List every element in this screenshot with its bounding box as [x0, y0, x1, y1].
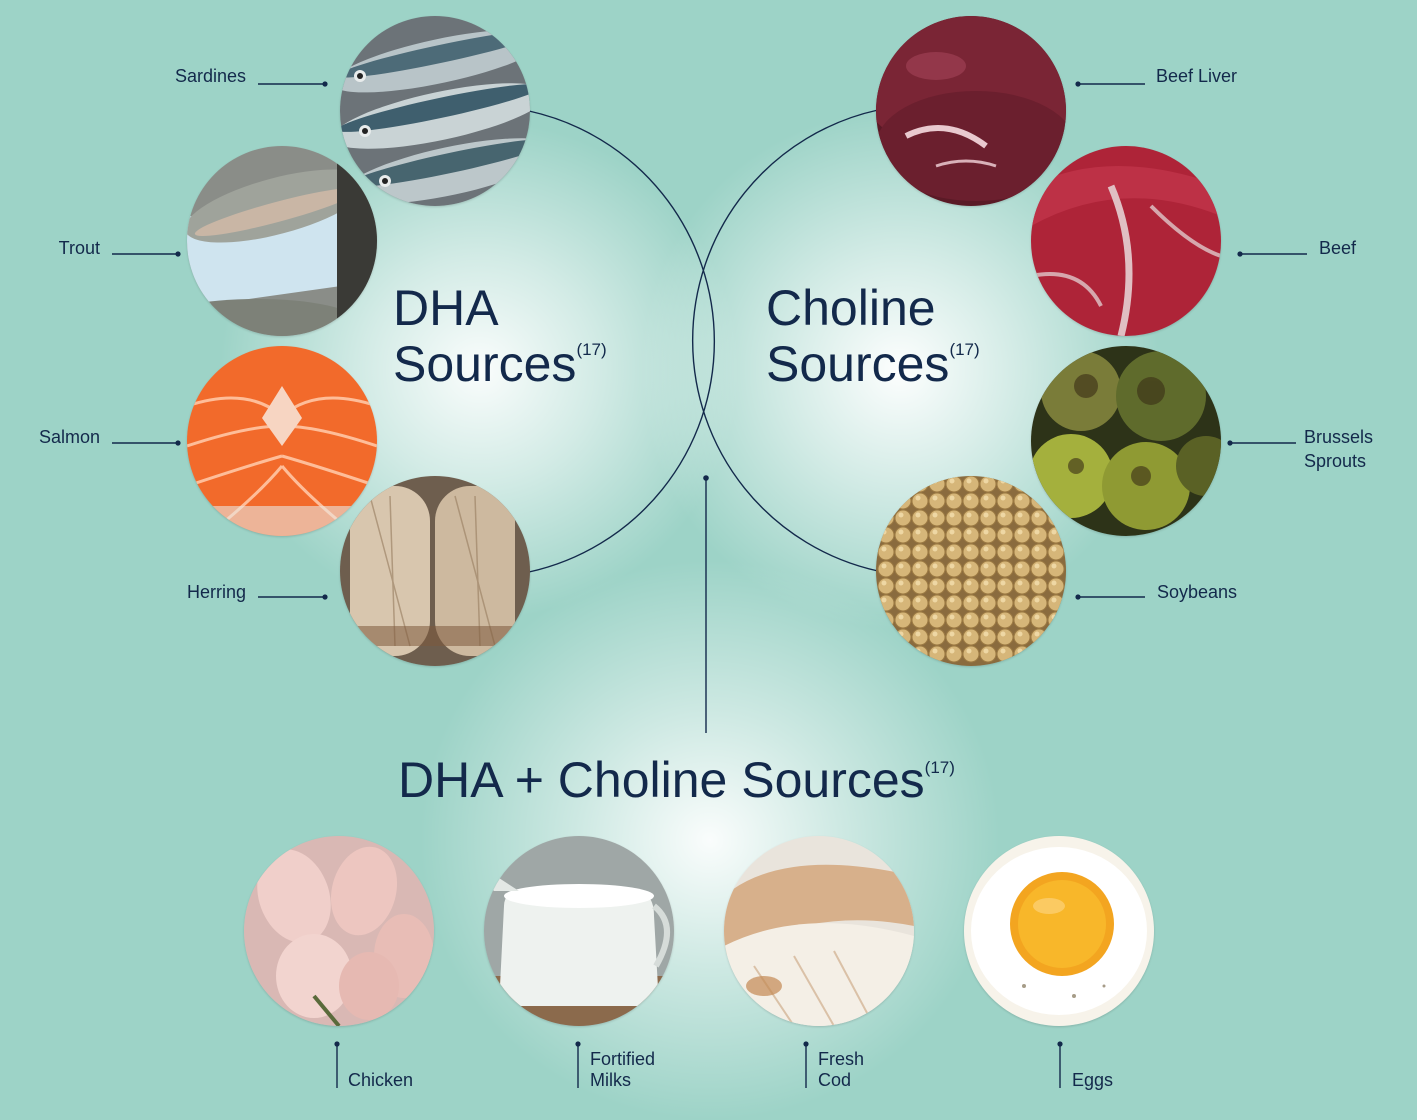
label-brussels-sprouts: Brussels Sprouts [1304, 425, 1373, 473]
combo-reference: (17) [925, 758, 955, 777]
dha-reference: (17) [576, 340, 606, 359]
beef-photo [1031, 146, 1221, 336]
label-fresh-line2: Cod [818, 1068, 864, 1092]
chicken-photo [244, 836, 434, 1026]
combo-sources-title: DHA + Choline Sources(17) [398, 752, 955, 808]
trout-photo [187, 146, 377, 336]
connector-lines [0, 0, 1417, 1091]
label-trout: Trout [20, 236, 100, 260]
egg-photo [964, 836, 1154, 1026]
choline-reference: (17) [949, 340, 979, 359]
dha-title-line2: Sources [393, 336, 576, 392]
milk-photo [484, 836, 674, 1026]
dha-title-line1: DHA [393, 280, 607, 336]
label-brussels-line1: Brussels [1304, 425, 1373, 449]
label-chicken: Chicken [348, 1068, 413, 1092]
soybeans-photo [876, 476, 1066, 666]
choline-title-line1: Choline [766, 280, 980, 336]
label-fortified-line2: Milks [590, 1068, 655, 1092]
label-sardines: Sardines [150, 64, 246, 88]
cod-photo [724, 836, 914, 1026]
herring-photo [340, 476, 530, 666]
beef-liver-photo [876, 16, 1066, 206]
label-salmon: Salmon [10, 425, 100, 449]
choline-sources-title: Choline Sources(17) [766, 280, 980, 392]
label-herring: Herring [150, 580, 246, 604]
label-fortified-milks: Fortified Milks [590, 1047, 655, 1092]
salmon-photo [187, 346, 377, 536]
choline-title-line2: Sources [766, 336, 949, 392]
label-soybeans: Soybeans [1157, 580, 1237, 604]
label-fresh-cod: Fresh Cod [818, 1047, 864, 1092]
dha-sources-title: DHA Sources(17) [393, 280, 607, 392]
sardines-photo [340, 16, 530, 206]
brussels-sprouts-photo [1031, 346, 1221, 536]
label-brussels-line2: Sprouts [1304, 449, 1373, 473]
label-beef-liver: Beef Liver [1156, 64, 1237, 88]
combo-title-text: DHA + Choline Sources [398, 752, 925, 808]
label-eggs: Eggs [1072, 1068, 1113, 1092]
label-beef: Beef [1319, 236, 1356, 260]
